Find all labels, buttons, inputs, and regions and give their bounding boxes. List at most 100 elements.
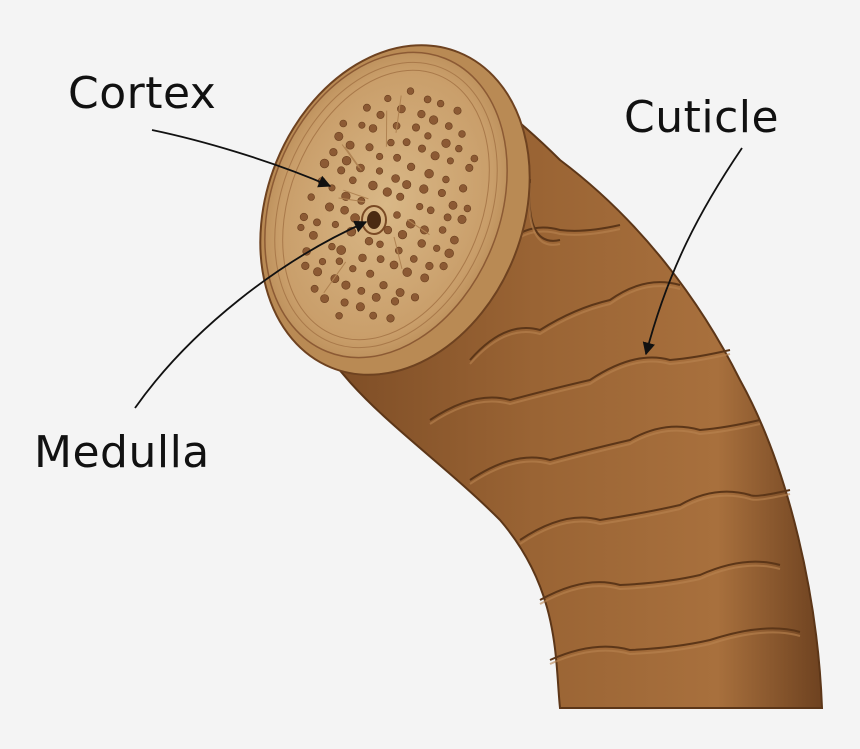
cortex-granule xyxy=(424,132,432,140)
medulla-leader-line xyxy=(134,220,368,409)
cortex-granule xyxy=(337,166,346,175)
cuticle-ring xyxy=(274,61,498,349)
cortex-granule xyxy=(383,225,393,235)
cortex-granule xyxy=(438,226,447,234)
cortex-granule xyxy=(335,257,344,265)
cortex-granule xyxy=(336,245,347,255)
cortex-granule xyxy=(382,187,392,197)
cortex-granule xyxy=(340,205,349,215)
cuticle-scale-highlight xyxy=(549,631,801,665)
cortex-granule xyxy=(417,144,426,153)
cortex-granule xyxy=(362,103,371,112)
cortex-granule xyxy=(446,157,454,165)
cortex-granule xyxy=(443,213,452,222)
cortex-granule xyxy=(345,140,355,150)
cortex-granule xyxy=(444,122,453,130)
cortex-granule xyxy=(320,294,329,303)
cortex-granule xyxy=(297,223,305,232)
cortex-granule xyxy=(329,148,338,157)
cortex-granule xyxy=(417,239,426,248)
cortex-granule xyxy=(397,230,408,240)
cortex-granule xyxy=(424,169,434,179)
cortex-granule xyxy=(442,175,450,184)
cortex-granule xyxy=(457,214,467,224)
cortex-granule xyxy=(318,258,327,266)
cortex-granule xyxy=(364,237,374,246)
cortex-granule xyxy=(425,261,434,271)
cortex-cell-boundary xyxy=(343,189,369,200)
cortex-granule xyxy=(395,288,405,297)
cortex-granule xyxy=(453,106,462,115)
cortex-granule xyxy=(410,293,420,302)
cuticle-leader-line xyxy=(642,147,743,356)
cortex-granule xyxy=(341,280,351,290)
cortex-granule xyxy=(369,311,378,320)
cortex-granule xyxy=(393,153,401,162)
cortex-granule xyxy=(358,253,367,263)
cuticle-scale-highlight xyxy=(469,423,761,485)
cortex-granule xyxy=(409,255,418,263)
cortex-granule xyxy=(313,218,321,227)
cuticle-scale-highlight xyxy=(519,493,791,545)
cortex-granule xyxy=(465,163,474,172)
cortex-granule xyxy=(470,154,479,163)
cortex-granule xyxy=(387,138,395,147)
cortex-granule xyxy=(348,176,357,185)
cortex-granule xyxy=(375,167,384,175)
cortex-cell-boundary xyxy=(407,219,430,236)
medulla-core xyxy=(367,211,381,229)
cortex-granule xyxy=(390,297,400,306)
cortex-granule xyxy=(358,121,366,129)
cortex-granule xyxy=(368,124,378,133)
cortex-granule xyxy=(308,230,318,240)
cortex-granule xyxy=(371,292,381,302)
medulla-ring xyxy=(361,205,387,235)
cortex-granule xyxy=(355,302,365,312)
cortex-granule xyxy=(365,143,374,152)
cortex-granule xyxy=(433,244,441,252)
cortex-granule xyxy=(402,267,412,277)
cortex-granule xyxy=(350,213,360,223)
cortex-granule xyxy=(458,130,466,138)
cortex-granule xyxy=(450,235,459,245)
cortex-granule xyxy=(331,220,340,229)
cortex-granule xyxy=(417,109,426,119)
cortex-granule xyxy=(299,212,309,222)
cortex-granule xyxy=(393,211,401,219)
cortex-granule xyxy=(366,269,375,278)
cuticle-scale-edge xyxy=(549,627,801,661)
cortex-granule xyxy=(463,204,472,213)
cortex-granule xyxy=(324,202,334,212)
cortex-granule xyxy=(429,115,439,125)
cortex-granule xyxy=(339,119,348,128)
cortex-granule xyxy=(335,312,343,320)
cortex-granule xyxy=(448,200,458,210)
cortex-granule xyxy=(376,110,385,119)
cortex-granule xyxy=(439,262,448,271)
cortex-granule xyxy=(301,261,310,271)
cortex-granule xyxy=(402,138,411,147)
cortex-granule xyxy=(389,260,399,270)
cortex-granule xyxy=(376,240,384,249)
cortex-granule xyxy=(376,255,385,263)
cortex-granule xyxy=(430,151,440,161)
cortex-granule xyxy=(416,203,424,211)
cortex-granule xyxy=(357,286,366,295)
cuticle-scale-highlight xyxy=(539,564,781,605)
cortex-cell-boundary xyxy=(393,236,403,270)
cortex-granule xyxy=(420,273,430,283)
cortex-cell-boundary xyxy=(323,261,347,294)
cortex-granule xyxy=(328,242,336,251)
cortex-granule xyxy=(419,184,429,194)
cortex-granule xyxy=(379,281,388,290)
cortex-granule xyxy=(368,180,378,191)
cortex-granule xyxy=(310,284,319,293)
cortex-cell-boundary xyxy=(395,95,402,133)
cuticle-scale-edge xyxy=(469,419,761,481)
cortex-granule xyxy=(423,95,432,104)
cortex-granule xyxy=(396,192,405,201)
cortex-granule xyxy=(436,99,445,108)
cortex-granule xyxy=(341,156,352,166)
